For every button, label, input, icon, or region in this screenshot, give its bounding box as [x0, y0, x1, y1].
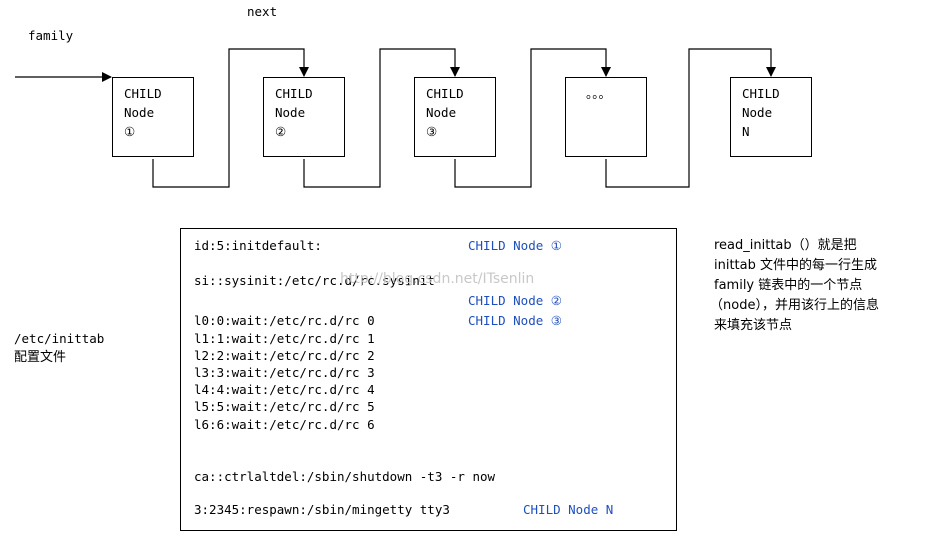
node-line: CHILD: [275, 86, 313, 101]
code-line: l1:1:wait:/etc/rc.d/rc 1: [194, 331, 375, 346]
code-line: l3:3:wait:/etc/rc.d/rc 3: [194, 365, 375, 380]
node-line: Node: [124, 105, 155, 120]
code-line: l2:2:wait:/etc/rc.d/rc 2: [194, 348, 375, 363]
right-note-line: read_inittab（）就是把: [714, 238, 857, 253]
inittab-code-box: [180, 228, 677, 531]
node-line: CHILD: [742, 86, 780, 101]
right-note-line: 来填充该节点: [714, 318, 793, 333]
next-link-3-4: [454, 48, 611, 188]
annotation-child-node-2: CHILD Node ②: [468, 293, 562, 308]
child-node-n: CHILD Node N: [730, 77, 812, 157]
code-line: ca::ctrlaltdel:/sbin/shutdown -t3 -r now: [194, 469, 496, 484]
node-line: 。。。: [586, 86, 612, 101]
child-node-1: CHILD Node ①: [112, 77, 194, 157]
node-line: ②: [275, 124, 287, 139]
code-line: l4:4:wait:/etc/rc.d/rc 4: [194, 382, 375, 397]
node-line: Node: [275, 105, 306, 120]
annotation-child-node-1: CHILD Node ①: [468, 238, 562, 253]
annotation-child-node-3: CHILD Node ③: [468, 313, 562, 328]
child-node-ellipsis: 。。。: [565, 77, 647, 157]
annotation-child-node-n: CHILD Node N: [523, 502, 614, 517]
code-line: si::sysinit:/etc/rc.d/rc.sysinit: [194, 273, 435, 288]
code-line: l0:0:wait:/etc/rc.d/rc 0: [194, 313, 375, 328]
inittab-path-label: /etc/inittab: [14, 331, 105, 346]
child-node-3: CHILD Node ③: [414, 77, 496, 157]
node-line: CHILD: [426, 86, 464, 101]
code-line: 3:2345:respawn:/sbin/mingetty tty3: [194, 502, 450, 517]
right-note-line: inittab 文件中的每一行生成: [714, 258, 878, 273]
node-line: Node: [742, 105, 773, 120]
right-note-line: （node），并用该行上的信息: [710, 298, 879, 313]
node-line: Node: [426, 105, 457, 120]
next-link-4-n: [605, 48, 776, 188]
node-line: ①: [124, 124, 136, 139]
next-link-2-3: [303, 48, 460, 188]
next-label: next: [247, 4, 278, 19]
code-line: l5:5:wait:/etc/rc.d/rc 5: [194, 399, 375, 414]
next-link-1-2: [152, 48, 309, 188]
node-line: ③: [426, 124, 438, 139]
family-label: family: [28, 28, 74, 43]
node-line: N: [742, 124, 750, 139]
watermark: http://blog.csdn.net/ITsenlin: [340, 271, 535, 287]
node-line: CHILD: [124, 86, 162, 101]
code-line: l6:6:wait:/etc/rc.d/rc 6: [194, 417, 375, 432]
code-line: id:5:initdefault:: [194, 238, 322, 253]
config-file-label: 配置文件: [14, 350, 67, 365]
right-note-line: family 链表中的一个节点: [714, 278, 863, 293]
child-node-2: CHILD Node ②: [263, 77, 345, 157]
